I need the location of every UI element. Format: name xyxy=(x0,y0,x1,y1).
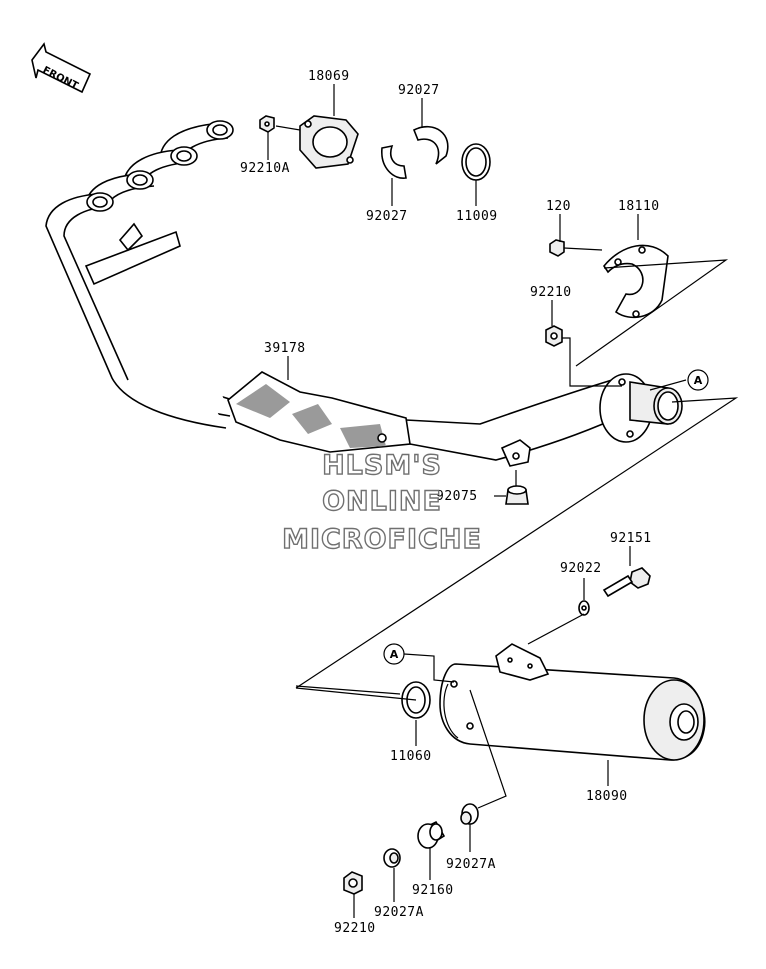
part-label-11009: 11009 xyxy=(456,209,498,224)
washer-92027a-left xyxy=(383,848,401,868)
part-label-92210-mid: 92210 xyxy=(530,285,572,300)
watermark-line-2: ONLINE xyxy=(322,486,442,517)
leader-lines xyxy=(267,84,739,918)
muffler-18090 xyxy=(439,643,706,761)
nut-92210-mid xyxy=(545,325,563,347)
exhaust-flange-18069 xyxy=(299,115,359,169)
gasket-11009 xyxy=(461,143,491,181)
part-label-18110: 18110 xyxy=(618,199,660,214)
front-arrow-icon: FRONT xyxy=(31,42,92,94)
nut-92210a xyxy=(259,115,275,133)
watermark: HLSM'S ONLINE MICROFICHE xyxy=(281,449,482,555)
part-label-92027-mid: 92027 xyxy=(366,209,408,224)
part-label-18069: 18069 xyxy=(308,69,350,84)
split-keeper-92027-top xyxy=(412,125,449,165)
watermark-line-3: MICROFICHE xyxy=(282,524,482,555)
collar-92160 xyxy=(417,820,446,849)
grommet-92027a-right xyxy=(460,803,479,825)
part-label-39178: 39178 xyxy=(264,341,306,356)
cover-18110 xyxy=(603,244,669,319)
svg-text:A: A xyxy=(390,648,399,661)
part-labels: 18069 92027 92210A 92027 11009 120 18110… xyxy=(240,69,660,936)
ref-a-upper: A xyxy=(687,369,709,391)
bolt-92151 xyxy=(602,567,651,598)
part-label-92022: 92022 xyxy=(560,561,602,576)
washer-92022 xyxy=(578,600,590,616)
part-label-92210-bottom: 92210 xyxy=(334,921,376,936)
part-label-92027a-left: 92027A xyxy=(374,905,424,920)
watermark-line-1: HLSM'S xyxy=(322,450,442,481)
part-label-92075: 92075 xyxy=(436,489,478,504)
part-label-92027-top: 92027 xyxy=(398,83,440,98)
ref-a-lower: A xyxy=(383,643,405,665)
part-label-92210a: 92210A xyxy=(240,161,290,176)
part-label-120: 120 xyxy=(546,199,571,214)
part-label-92151: 92151 xyxy=(610,531,652,546)
svg-text:A: A xyxy=(694,374,703,387)
part-label-92027a-right: 92027A xyxy=(446,857,496,872)
bolt-120 xyxy=(549,239,603,257)
nut-92210-bottom xyxy=(343,871,363,895)
part-label-11060: 11060 xyxy=(390,749,432,764)
part-label-18090: 18090 xyxy=(586,789,628,804)
split-keeper-92027-mid xyxy=(381,144,407,179)
exhaust-header-pipes xyxy=(45,120,683,467)
part-label-92160: 92160 xyxy=(412,883,454,898)
damper-92075 xyxy=(505,485,529,505)
